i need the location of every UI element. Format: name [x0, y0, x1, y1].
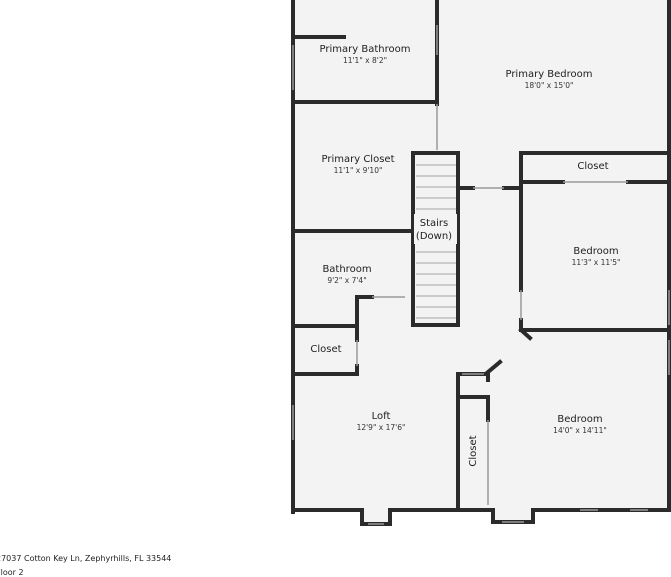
bedroom-1-dims: 11'3" x 11'5"	[572, 258, 621, 267]
primary-bedroom-label: Primary Bedroom	[505, 69, 592, 80]
closet-vertical-label: Closet	[468, 435, 479, 466]
bedroom-1-label: Bedroom	[573, 246, 618, 257]
closet-top-label: Closet	[577, 161, 608, 172]
floor-label: Floor 2	[0, 568, 24, 577]
stairs-treads	[416, 164, 456, 319]
primary-bathroom-dims: 11'1" x 8'2"	[343, 56, 387, 65]
stairs-label-line1: Stairs	[420, 218, 449, 229]
loft-label: Loft	[372, 411, 391, 422]
stairs-label-bg	[414, 214, 457, 244]
loft-dims: 12'9" x 17'6"	[357, 423, 406, 432]
bathroom-label: Bathroom	[322, 264, 371, 275]
floor-fill	[293, 0, 671, 525]
primary-closet-dims: 11'1" x 9'10"	[334, 166, 383, 175]
primary-bathroom-label: Primary Bathroom	[320, 44, 411, 55]
stairs-label-line2: (Down)	[416, 231, 452, 242]
primary-bedroom-dims: 18'0" x 15'0"	[525, 81, 574, 90]
windows	[292, 25, 670, 525]
bedroom-2-label: Bedroom	[557, 414, 602, 425]
primary-closet-label: Primary Closet	[322, 154, 395, 165]
closet-left-label: Closet	[310, 344, 341, 355]
address-label: 27037 Cotton Key Ln, Zephyrhills, FL 335…	[0, 554, 172, 563]
bedroom-2-dims: 14'0" x 14'11"	[553, 426, 607, 435]
bathroom-dims: 9'2" x 7'4"	[327, 276, 366, 285]
